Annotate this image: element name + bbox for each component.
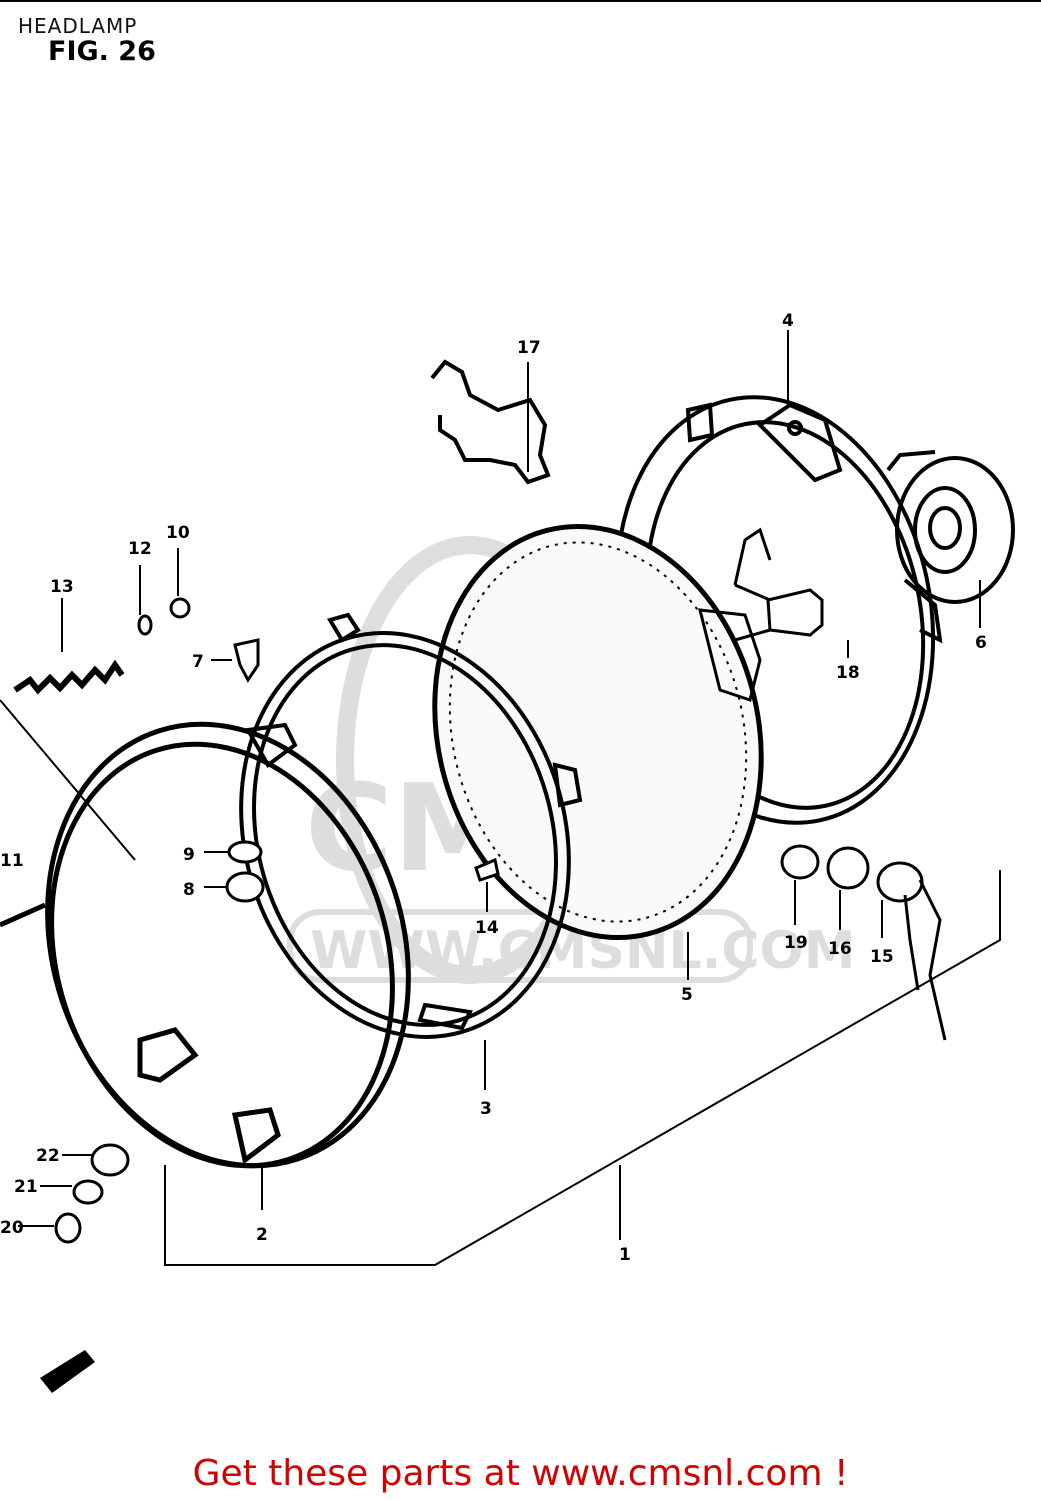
page-title: HEADLAMP — [18, 14, 138, 38]
callout-17: 17 — [517, 338, 541, 358]
callout-11: 11 — [0, 851, 24, 871]
callout-1: 1 — [619, 1245, 631, 1265]
figure-label: FIG. 26 — [48, 36, 156, 67]
callout-2: 2 — [256, 1225, 268, 1245]
callout-9: 9 — [183, 845, 195, 865]
callout-10: 10 — [166, 523, 190, 543]
small-parts — [54, 597, 947, 1244]
callout-7: 7 — [192, 652, 204, 672]
adjusting-spring — [13, 659, 125, 695]
callout-21: 21 — [14, 1177, 38, 1197]
callout-15: 15 — [870, 947, 894, 967]
cta-link[interactable]: Get these parts at www.cmsnl.com ! — [192, 1453, 849, 1494]
callout-4: 4 — [782, 311, 794, 331]
callout-14: 14 — [475, 918, 499, 938]
front-arrow-icon — [40, 1350, 95, 1393]
callout-3: 3 — [480, 1099, 492, 1119]
lens-unit — [432, 524, 764, 940]
callout-19: 19 — [784, 933, 808, 953]
callout-5: 5 — [681, 985, 693, 1005]
callout-18: 18 — [836, 663, 860, 683]
leader-lines — [0, 330, 981, 1240]
assembly-bracket — [164, 870, 1001, 1266]
wire-clip — [430, 359, 551, 485]
exploded-diagram: CMS WWW.CMSNL.COM — [0, 311, 1015, 1393]
callout-22: 22 — [36, 1146, 60, 1166]
callout-20: 20 — [0, 1218, 24, 1238]
rim — [45, 721, 411, 1169]
callout-8: 8 — [183, 880, 195, 900]
callout-6: 6 — [975, 633, 987, 653]
callout-12: 12 — [128, 539, 152, 559]
callout-13: 13 — [50, 577, 74, 597]
callout-16: 16 — [828, 939, 852, 959]
top-rule — [0, 0, 1041, 2]
adjusting-screw — [0, 902, 47, 928]
